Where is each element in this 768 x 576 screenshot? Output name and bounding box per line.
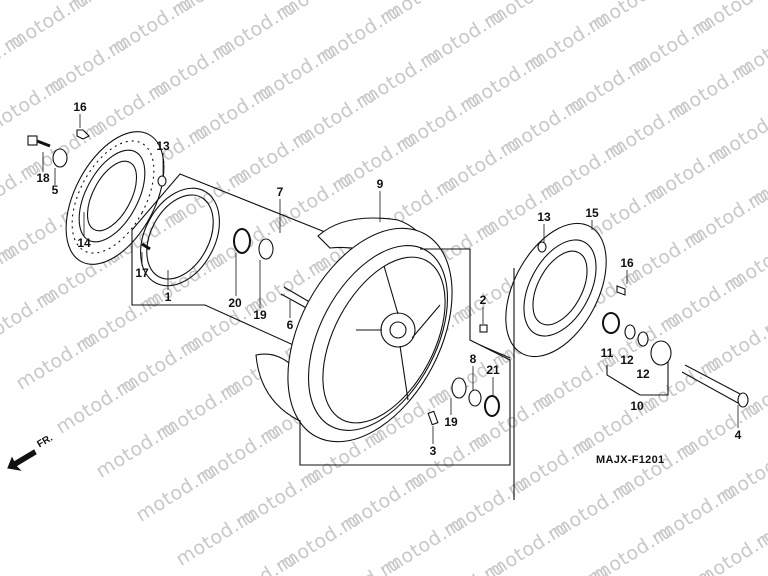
gear-11 (602, 312, 620, 334)
wheel-rim-7 (287, 227, 453, 443)
group-outline-10 (606, 362, 669, 396)
bolt-18 (27, 135, 51, 148)
dust-seal-19b (451, 377, 467, 399)
callout-17: 17 (135, 266, 149, 280)
retaining-ring-8 (468, 389, 482, 407)
callout-8: 8 (469, 352, 477, 366)
callout-12: 12 (636, 367, 650, 381)
callout-5: 5 (51, 183, 59, 197)
drawing-code: MAJX-F1201 (596, 454, 665, 466)
bolt-17 (141, 242, 151, 251)
axle-4 (681, 364, 749, 408)
callout-2: 2 (479, 293, 487, 307)
group-outline-wheel (299, 248, 511, 466)
washer-12a (624, 324, 636, 340)
washer-12b (637, 331, 649, 347)
callout-4: 4 (734, 428, 742, 442)
callout-21: 21 (486, 363, 500, 377)
bearing-21 (484, 395, 500, 417)
bearing-20 (233, 228, 251, 254)
bolt-16-right (616, 285, 626, 296)
callout-13: 13 (537, 210, 551, 224)
callout-16: 16 (73, 100, 87, 114)
nut-13-left (157, 175, 167, 187)
callout-19: 19 (253, 308, 267, 322)
callout-15: 15 (585, 206, 599, 220)
callout-14: 14 (77, 236, 91, 250)
left-brake-disc (65, 131, 165, 265)
right-brake-disc (505, 222, 607, 358)
gearbox-10 (650, 340, 672, 366)
gasket-ring-1 (140, 187, 220, 287)
leader-lines (42, 114, 739, 444)
callout-11: 11 (600, 346, 614, 360)
callout-12: 12 (620, 353, 634, 367)
tire-valve-3 (427, 410, 439, 426)
callout-10: 10 (630, 399, 644, 413)
collar-5 (52, 148, 68, 168)
callout-7: 7 (276, 185, 284, 199)
callout-19: 19 (444, 415, 458, 429)
dust-seal-19a (258, 238, 274, 260)
callout-16: 16 (620, 256, 634, 270)
callout-9: 9 (376, 177, 384, 191)
bolt-16-left (76, 129, 90, 140)
callout-20: 20 (228, 296, 242, 310)
nut-13-right (537, 241, 547, 253)
callout-18: 18 (36, 171, 50, 185)
balance-weight-2 (479, 324, 488, 333)
callout-6: 6 (286, 318, 294, 332)
group-outline-left (131, 173, 346, 241)
callout-13: 13 (156, 139, 170, 153)
callout-3: 3 (429, 444, 437, 458)
front-direction-arrow (7, 449, 37, 471)
callout-1: 1 (164, 290, 172, 304)
